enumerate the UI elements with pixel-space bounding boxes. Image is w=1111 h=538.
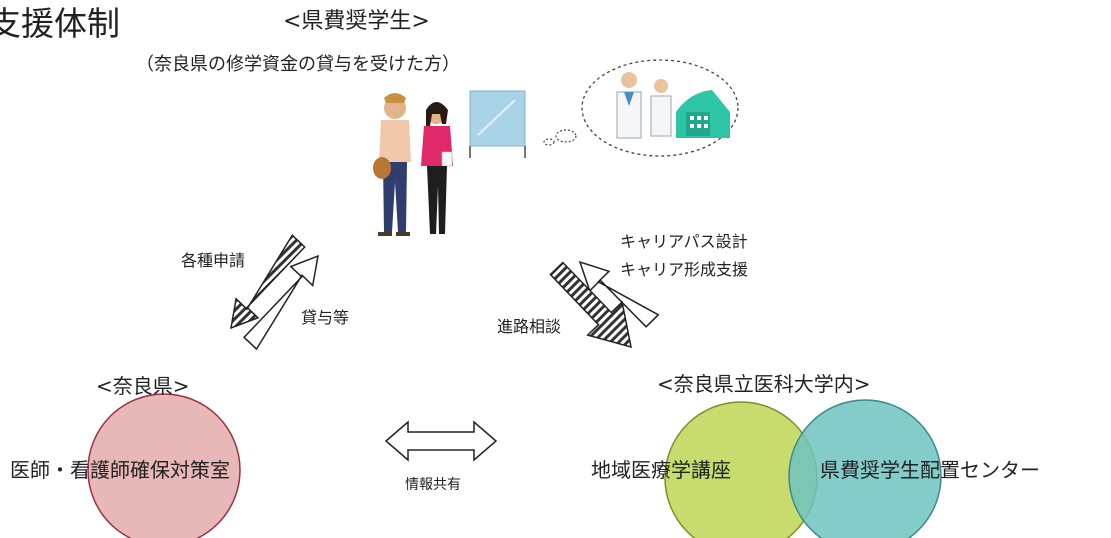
prefecture-circle bbox=[87, 393, 241, 538]
notice-board bbox=[469, 90, 526, 158]
arrow-career-to-students bbox=[578, 260, 660, 328]
career-path-label: キャリアパス設計 bbox=[620, 232, 748, 251]
prefecture-office-label: 医師・看護師確保対策室 bbox=[10, 458, 230, 482]
university-right-circle bbox=[788, 399, 942, 538]
arrow-consultation-to-university bbox=[549, 261, 632, 349]
arrow-application-to-prefecture bbox=[230, 234, 306, 330]
career-support-label: キャリア形成支援 bbox=[620, 260, 749, 279]
hospital-icon bbox=[676, 90, 730, 138]
university-heading: <奈良県立医科大学内> bbox=[657, 372, 871, 396]
student-male-figure bbox=[373, 93, 411, 236]
student-female-figure bbox=[421, 102, 453, 234]
application-label: 各種申請 bbox=[181, 251, 246, 270]
loan-label: 貸与等 bbox=[301, 308, 350, 327]
nurse-icon bbox=[650, 79, 672, 137]
students-heading: <県費奨学生> bbox=[283, 9, 430, 34]
page-title: 支援体制 bbox=[0, 4, 120, 43]
info-sharing-label: 情報共有 bbox=[405, 477, 461, 493]
students-subheading: （奈良県の修学資金の貸与を受けた方） bbox=[136, 54, 460, 75]
doctor-icon bbox=[616, 72, 642, 139]
info-sharing-double-arrow bbox=[384, 420, 498, 462]
dept-community-medicine-label: 地域医療学講座 bbox=[591, 458, 731, 482]
arrow-loan-to-students bbox=[243, 254, 319, 351]
prefecture-heading: <奈良県> bbox=[96, 374, 190, 398]
dept-placement-center-label: 県費奨学生配置センター bbox=[820, 458, 1040, 482]
consultation-label: 進路相談 bbox=[497, 317, 562, 336]
